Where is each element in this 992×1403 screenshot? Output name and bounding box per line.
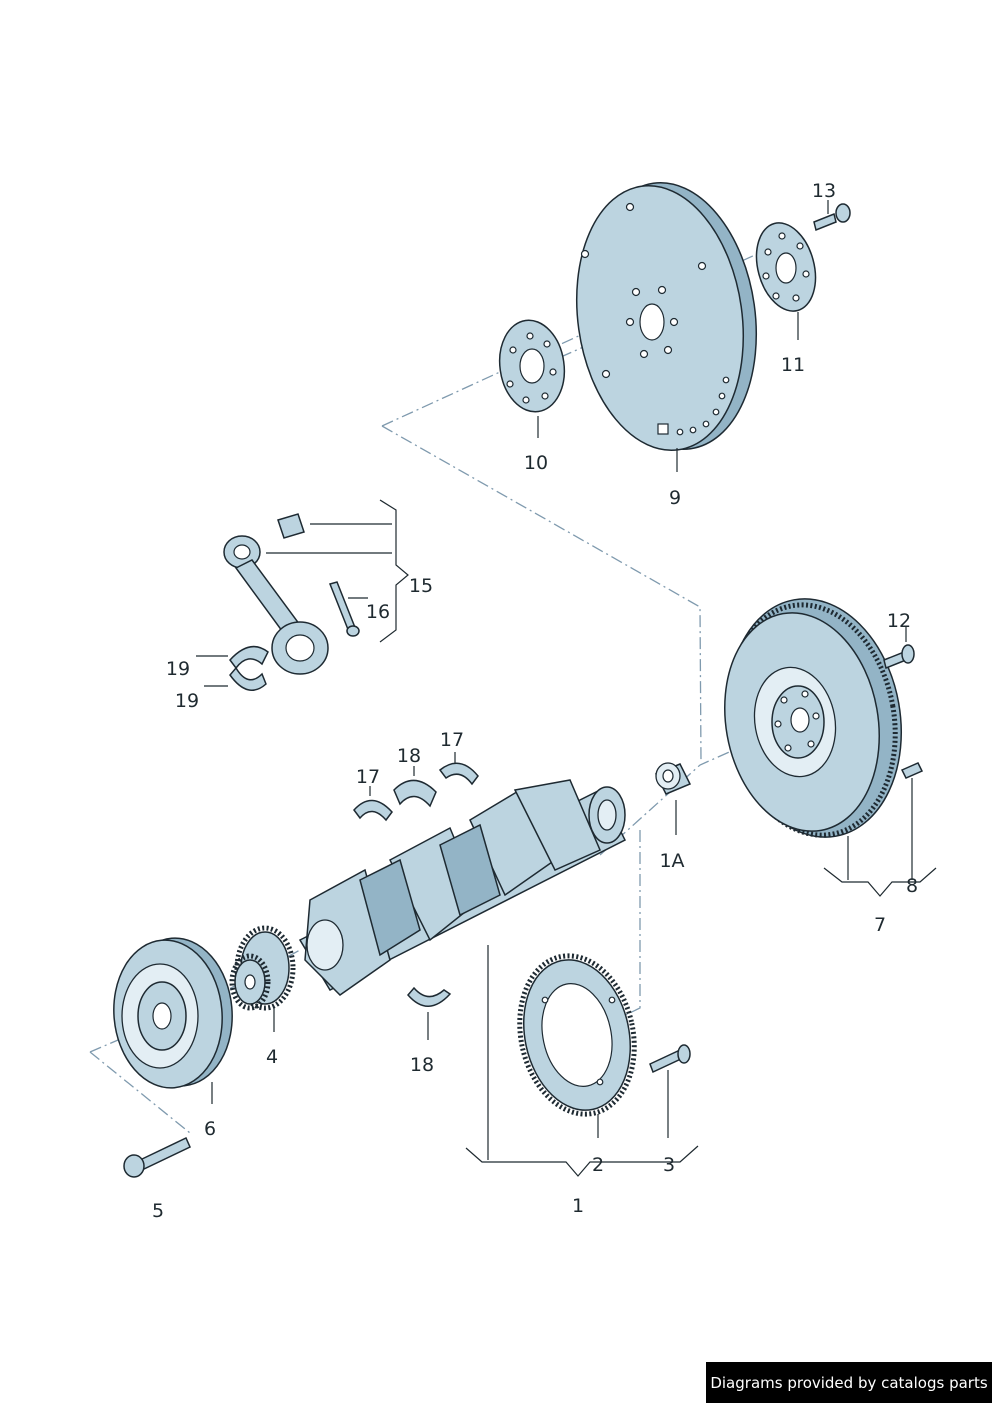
callout-3: 3 [663, 1154, 675, 1176]
conrod-bearing-shells [229, 645, 269, 691]
bolt-13 [813, 203, 851, 232]
callout-2: 2 [592, 1154, 604, 1176]
callout-11: 11 [781, 354, 805, 376]
bolt-12 [883, 644, 915, 670]
callout-13: 13 [812, 180, 836, 202]
sender-wheel [517, 953, 637, 1117]
leader-lines [196, 200, 937, 1177]
callout-18-bottom: 18 [410, 1054, 434, 1076]
bolt-5 [123, 1136, 191, 1178]
callout-8: 8 [906, 875, 918, 897]
thrust-washers-and-bearings [353, 762, 479, 1007]
vibration-damper [113, 937, 233, 1089]
callout-1: 1 [572, 1195, 584, 1217]
callouts: 1 1A 2 3 4 5 6 7 8 9 10 11 12 13 15 16 1… [152, 180, 918, 1222]
crankshaft-gear [229, 925, 296, 1011]
shim-plate-rear [755, 222, 817, 312]
shim-plate-front [498, 319, 566, 413]
crankshaft [298, 779, 627, 996]
callout-18-top: 18 [397, 745, 421, 767]
callout-12: 12 [887, 610, 911, 632]
callout-17-right: 17 [440, 729, 464, 751]
callout-15: 15 [409, 575, 433, 597]
callout-19-bottom: 19 [175, 690, 199, 712]
drive-plate [575, 182, 758, 451]
connecting-rod [223, 513, 329, 675]
watermark-label: Diagrams provided by catalogs parts [706, 1362, 992, 1403]
flywheel [724, 598, 903, 838]
dowel-pin [900, 762, 924, 779]
pilot-bush [654, 762, 692, 795]
callout-10: 10 [524, 452, 548, 474]
callout-4: 4 [266, 1046, 278, 1068]
callout-17-left: 17 [356, 766, 380, 788]
callout-6: 6 [204, 1118, 216, 1140]
conrod-bolt [328, 581, 360, 637]
callout-1a: 1A [659, 850, 684, 872]
callout-16: 16 [366, 601, 390, 623]
callout-9: 9 [669, 487, 681, 509]
callout-19-top: 19 [166, 658, 190, 680]
callout-5: 5 [152, 1200, 164, 1222]
bolt-3 [649, 1044, 691, 1074]
callout-7: 7 [874, 914, 886, 936]
